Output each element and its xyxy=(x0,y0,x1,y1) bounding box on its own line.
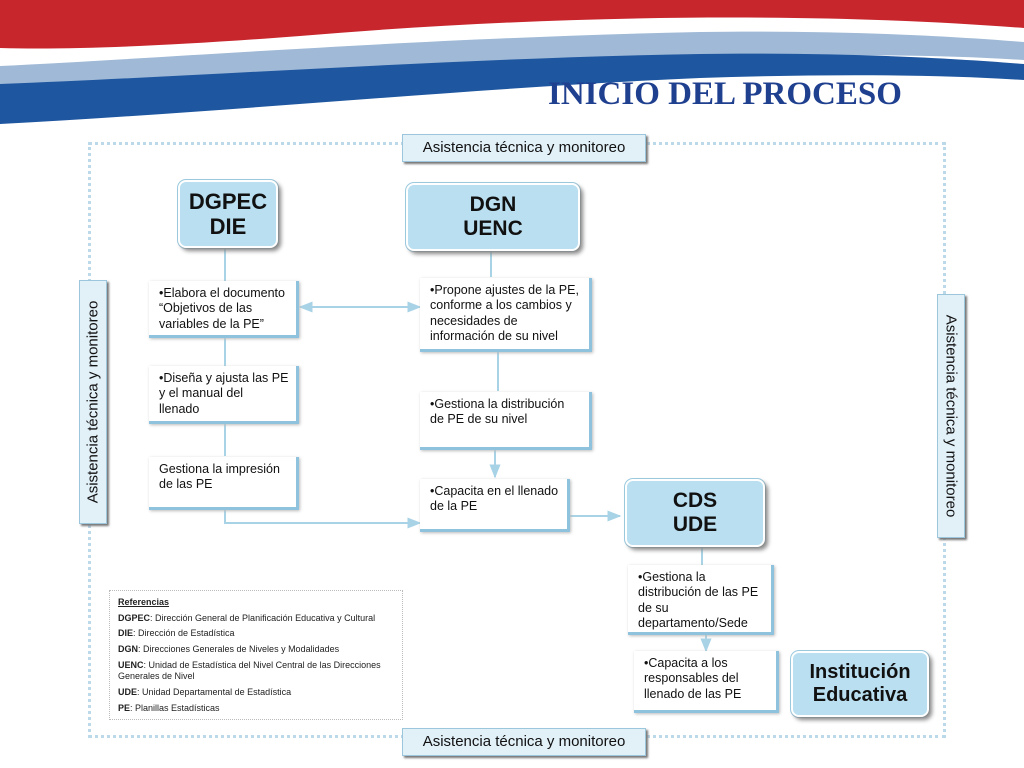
references-title: Referencias xyxy=(118,597,170,607)
reference-text: : Direcciones Generales de Niveles y Mod… xyxy=(138,644,340,655)
reference-text: : Dirección de Estadística xyxy=(133,628,235,639)
page-title: INICIO DEL PROCESO xyxy=(548,76,902,112)
step-capacita-responsables: •Capacita a los responsables del llenado… xyxy=(634,651,779,713)
reference-abbr: UDE xyxy=(118,687,138,698)
step-disena-ajusta: •Diseña y ajusta las PE y el manual del … xyxy=(149,366,299,424)
org-box-dgpec-die: DGPEC DIE xyxy=(178,180,278,248)
reference-item: UDE: Unidad Departamental de Estadística xyxy=(118,687,394,699)
step-capacita-llenado: •Capacita en el llenado de la PE xyxy=(420,479,570,532)
assist-label-bottom: Asistencia técnica y monitoreo xyxy=(402,728,646,756)
reference-text: : Planillas Estadísticas xyxy=(130,702,220,713)
reference-item: DGPEC: Dirección General de Planificació… xyxy=(118,613,394,625)
step-propone-ajustes: •Propone ajustes de la PE, conforme a lo… xyxy=(420,278,592,352)
org-dgpec-line-2: DIE xyxy=(209,214,247,239)
reference-text: : Unidad Departamental de Estadística xyxy=(137,687,292,698)
org-cds-line-2: UDE xyxy=(672,513,718,536)
org-dgpec-line-1: DGPEC xyxy=(188,188,268,214)
org-institucion-line-1: Institución xyxy=(809,661,911,683)
assist-label-left: Asistencia técnica y monitoreo xyxy=(79,280,107,524)
reference-item: UENC: Unidad de Estadística del Nivel Ce… xyxy=(118,660,394,683)
assist-label-right-text: Asistencia técnica y monitoreo xyxy=(942,314,960,518)
assist-label-top: Asistencia técnica y monitoreo xyxy=(402,134,646,162)
assist-label-right: Asistencia técnica y monitoreo xyxy=(937,294,965,538)
step-gestiona-impresion: Gestiona la impresión de las PE xyxy=(149,457,299,510)
org-institucion-line-2: Educativa xyxy=(812,684,908,706)
reference-item: DIE: Dirección de Estadística xyxy=(118,628,394,640)
org-dgn-line-1: DGN xyxy=(469,192,517,216)
reference-abbr: DGPEC xyxy=(118,612,151,623)
step-gestiona-distribucion-departamento: •Gestiona la distribución de las PE de s… xyxy=(628,565,774,635)
assist-label-left-text: Asistencia técnica y monitoreo xyxy=(84,300,102,504)
connector-impresion-capacita xyxy=(224,510,422,529)
step-elabora-documento: •Elabora el documento “Objetivos de las … xyxy=(149,281,299,338)
references-box: Referencias DGPEC: Dirección General de … xyxy=(109,590,403,720)
reference-text: : Unidad de Estadística del Nivel Centra… xyxy=(118,659,381,682)
reference-abbr: PE xyxy=(118,702,131,713)
org-box-cds-ude: CDS UDE xyxy=(625,479,765,547)
reference-item: DGN: Direcciones Generales de Niveles y … xyxy=(118,644,394,656)
org-cds-line-1: CDS xyxy=(672,488,718,512)
reference-abbr: DIE xyxy=(118,628,134,639)
reference-abbr: DGN xyxy=(118,644,138,655)
org-dgn-line-2: UENC xyxy=(463,217,523,240)
org-box-dgn-uenc: DGN UENC xyxy=(406,183,580,251)
header-banner xyxy=(0,0,1024,130)
reference-text: : Dirección General de Planificación Edu… xyxy=(150,612,376,623)
reference-item: PE: Planillas Estadísticas xyxy=(118,703,394,715)
reference-abbr: UENC xyxy=(118,659,144,670)
step-gestiona-distribucion-nivel: •Gestiona la distribución de PE de su ni… xyxy=(420,392,592,450)
org-box-institucion-educativa: Institución Educativa xyxy=(791,651,929,717)
